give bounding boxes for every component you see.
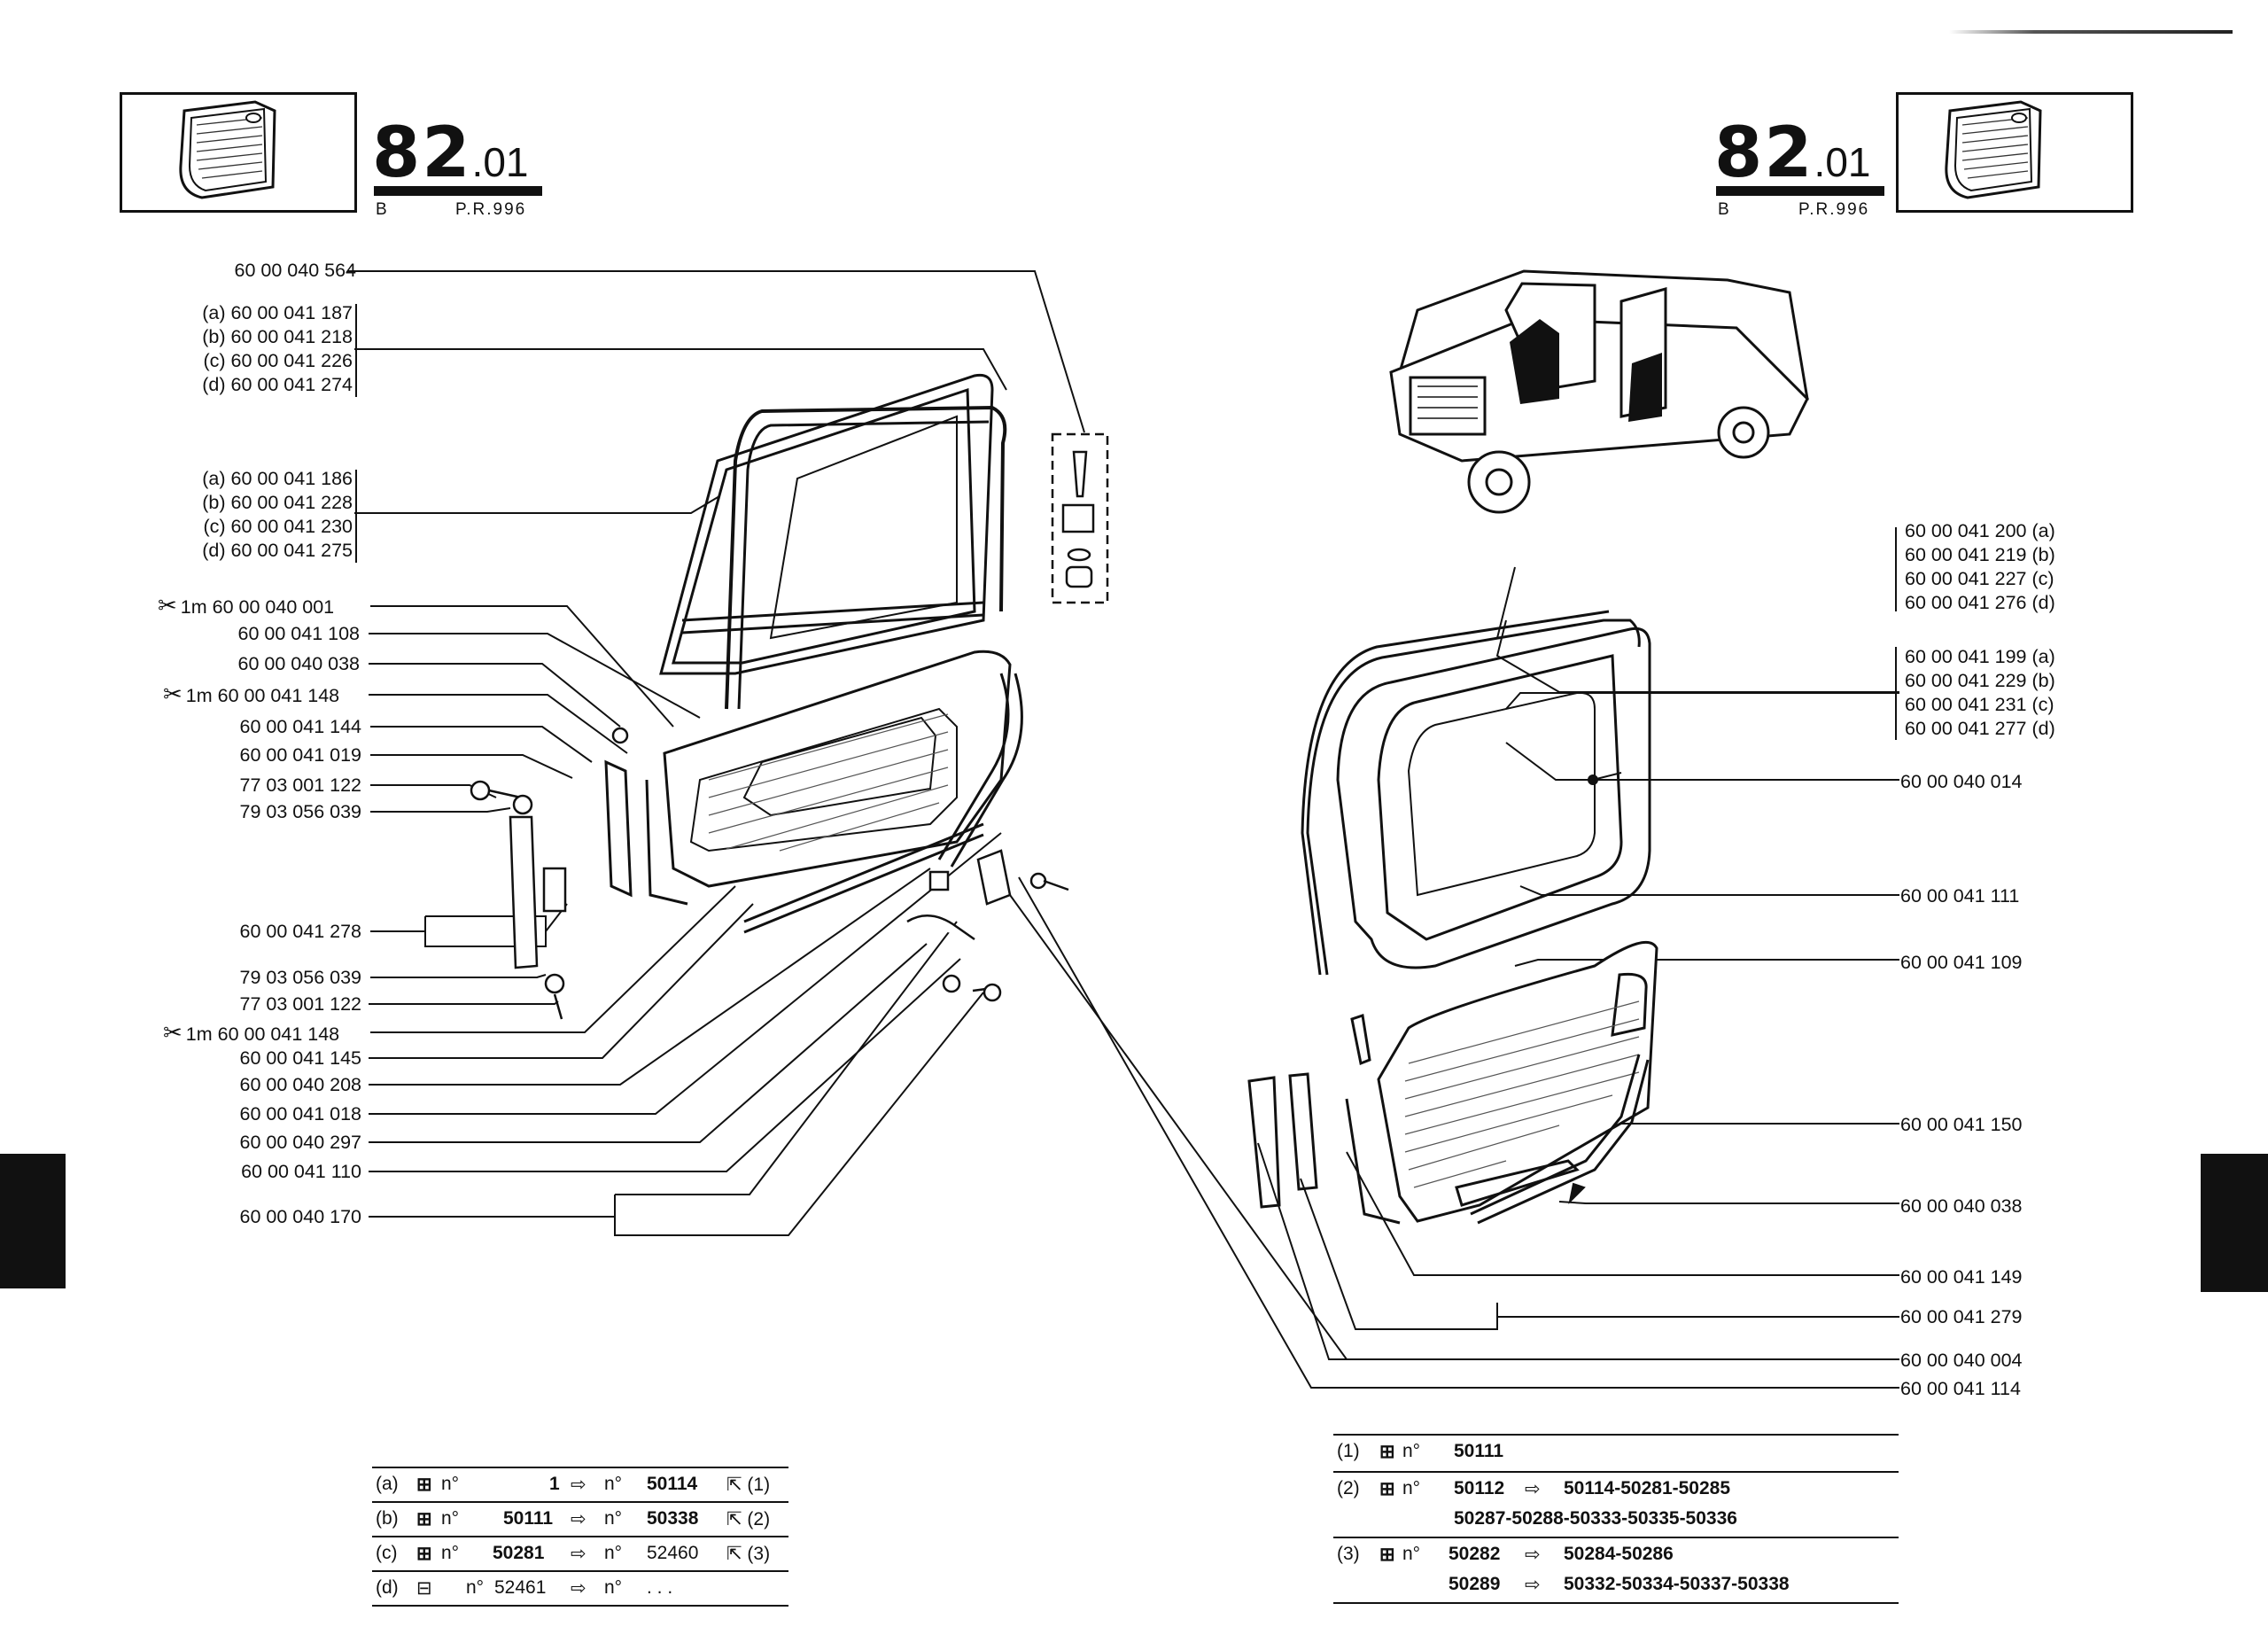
table-row: (1) ⊞ n° 50111 (1333, 1436, 1899, 1473)
ref-right: P.R.996 (1798, 200, 1870, 219)
part-label-cut: ✂1m 60 00 040 001 (158, 592, 335, 619)
section-bar-left (374, 186, 542, 196)
part-label: 60 00 041 279 (1900, 1306, 2023, 1327)
part-label-cut: ✂1m 60 00 041 148 (163, 1019, 340, 1046)
part-label: 60 00 041 276 (d) (1905, 592, 2055, 613)
table-row: (3) ⊞ n° 50282 ⇨ 50284-50286 50289 ⇨ 503… (1333, 1538, 1899, 1604)
section-number-left: 82.01 (372, 113, 529, 193)
part-label: 60 00 041 108 (237, 623, 361, 644)
part-label: 60 00 041 277 (d) (1905, 718, 2055, 739)
door-panel-icon (1945, 100, 2042, 199)
part-label: 60 00 041 150 (1900, 1114, 2023, 1135)
part-label: (b) 60 00 041 218 (202, 326, 353, 347)
part-label: 60 00 041 278 (239, 921, 362, 942)
scissors-icon: ✂ (163, 681, 183, 707)
part-label: 60 00 040 297 (239, 1132, 362, 1153)
scissors-icon: ✂ (163, 1019, 183, 1046)
table-row: (2) ⊞ n° 50112 ⇨ 50114-50281-50285 50287… (1333, 1473, 1899, 1538)
part-label: 60 00 041 144 (239, 716, 362, 737)
applicability-table-right: (1) ⊞ n° 50111 (2) ⊞ n° 50112 ⇨ 50114-50… (1333, 1434, 1899, 1604)
ref-left: P.R.996 (455, 200, 527, 219)
part-label: 60 00 040 170 (239, 1206, 362, 1227)
part-label: 60 00 040 564 (234, 260, 357, 281)
part-label: 77 03 001 122 (239, 774, 362, 796)
section-thumbnail-left (120, 92, 357, 213)
side-tab-left (0, 1154, 66, 1288)
side-tab-right (2201, 1154, 2268, 1292)
part-label: (d) 60 00 041 274 (202, 374, 353, 395)
part-label: 60 00 041 145 (239, 1047, 362, 1069)
part-label: 79 03 056 039 (239, 967, 362, 988)
table-row: (a) ⊞ n° 1 ⇨ n° 50114 ⇱ (1) (372, 1468, 788, 1503)
part-label: 79 03 056 039 (239, 801, 362, 822)
part-label: (c) 60 00 041 230 (203, 516, 353, 537)
chassis-icon: ⊞ (1379, 1545, 1395, 1565)
section-bar-right (1716, 186, 1884, 196)
part-label: (c) 60 00 041 226 (203, 350, 353, 371)
part-label: 77 03 001 122 (239, 993, 362, 1015)
variant-left: B (376, 200, 389, 219)
chassis-icon: ⊞ (416, 1544, 432, 1564)
part-label-cut: ✂1m 60 00 041 148 (163, 681, 340, 707)
part-label: 60 00 041 018 (239, 1103, 362, 1125)
part-label: (d) 60 00 041 275 (202, 540, 353, 561)
table-row: (b) ⊞ n° 50111 ⇨ n° 50338 ⇱ (2) (372, 1503, 788, 1537)
part-label: 60 00 040 014 (1900, 771, 2023, 792)
part-label: 60 00 041 149 (1900, 1266, 2023, 1288)
part-label: (a) 60 00 041 187 (202, 302, 353, 323)
applicability-table-left: (a) ⊞ n° 1 ⇨ n° 50114 ⇱ (1) (b) ⊞ n° 501… (372, 1467, 788, 1607)
chassis-icon: ⊞ (1379, 1479, 1395, 1499)
chassis-icon: ⊞ (416, 1475, 432, 1495)
section-thumbnail-right (1896, 92, 2133, 213)
table-row: (c) ⊞ n° 50281 ⇨ n° 52460 ⇱ (3) (372, 1537, 788, 1572)
variant-right: B (1718, 200, 1731, 219)
chassis-icon: ⊞ (1379, 1442, 1395, 1462)
section-number-right: 82.01 (1714, 113, 1871, 193)
part-label: 60 00 041 200 (a) (1905, 520, 2055, 541)
door-panel-icon (179, 100, 276, 199)
scissors-icon: ✂ (158, 592, 177, 619)
part-label: 60 00 041 114 (1900, 1378, 2021, 1399)
scan-streak (1949, 30, 2233, 34)
part-label: 60 00 041 199 (a) (1905, 646, 2055, 667)
table-row: (d) ⊟ n° 52461 ⇨ n° . . . (372, 1572, 788, 1607)
part-label: 60 00 041 019 (239, 744, 362, 766)
part-label: 60 00 040 038 (1900, 1195, 2023, 1217)
part-label: 60 00 041 110 (241, 1161, 361, 1182)
part-label: 60 00 040 004 (1900, 1350, 2023, 1371)
chassis-icon: ⊞ (416, 1509, 432, 1529)
part-label: 60 00 041 109 (1900, 952, 2023, 973)
chassis-outline-icon: ⊟ (416, 1578, 432, 1599)
part-label: (a) 60 00 041 186 (202, 468, 353, 489)
part-label: 60 00 041 231 (c) (1905, 694, 2054, 715)
part-label: 60 00 041 227 (c) (1905, 568, 2054, 589)
part-label: 60 00 041 219 (b) (1905, 544, 2055, 565)
part-label: 60 00 041 111 (1900, 885, 2020, 907)
part-label: 60 00 040 038 (237, 653, 361, 674)
part-label: (b) 60 00 041 228 (202, 492, 353, 513)
part-label: 60 00 040 208 (239, 1074, 362, 1095)
part-label: 60 00 041 229 (b) (1905, 670, 2055, 691)
